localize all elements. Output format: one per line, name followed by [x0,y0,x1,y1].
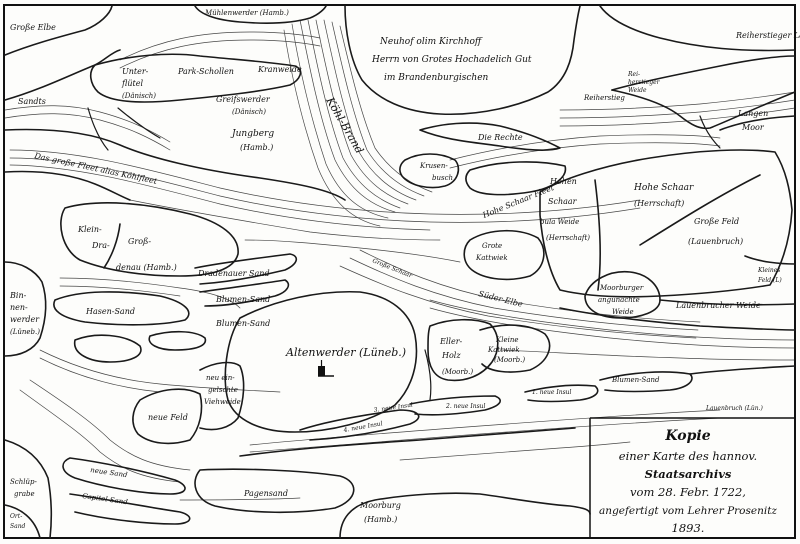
label-hohe-schaar-1: Hohe Schaar [633,183,694,193]
label-lauenbruch-kl: Lauenbruch (Lün.) [705,405,764,412]
map-border [3,4,796,539]
label-schluep-1: Schlüp- [10,478,37,486]
label-moorburg-2: (Hamb.) [364,515,397,524]
label-neue-feld: neue Feld [148,413,188,422]
cartouche-line-4: vom 28. Febr. 1722, [630,485,746,499]
label-reiherstieger-weide-1: Rei- [627,71,640,78]
label-grosse-feld-1: Große Feld [694,217,739,226]
label-reiherstieg: Reiherstieger Land [735,31,800,40]
label-hohe-schaar-2: (Herrschaft) [634,199,684,208]
label-kattwiek-kl-1: Kleine [495,336,519,344]
label-neue-sand: neue Sand [90,466,129,479]
label-neue-insul-3: 3. neue Insul [373,402,413,414]
label-park-schollen: Park-Schollen [177,67,234,76]
label-krusenbusch-2: busch [432,174,453,182]
cartouche-line-1: Kopie [664,428,710,444]
label-grote-kattwiek-1: Grote [482,242,502,250]
label-greifswerder-1: Greifswerder [216,95,271,104]
label-schluep-2: grabe [14,490,35,498]
label-grosse-schaar: Große Schaar [371,257,414,280]
label-moorburger-weide-1: Moorburger [599,284,644,292]
cartouche-line-5: angefertigt vom Lehrer Prosenitz [599,505,777,517]
label-unterfluetel-2: flütel [121,79,143,88]
label-blumen-sand-1: Blumen-Sand [215,295,270,304]
river-banks [4,5,796,539]
label-blumen-sand-2: Blumen-Sand [215,319,270,328]
label-altenwerder: Altenwerder (Lüneb.) [285,346,406,359]
label-langenmoor-2: Moor [741,123,765,132]
label-neuhof-1: Neuhof olim Kirchhoff [379,37,483,47]
label-neuhof-2: Herrn von Grotes Hochadelich Gut [371,55,532,65]
label-jungberg-1: Jungberg [230,129,274,139]
label-ort-sand-2: Sand [10,523,26,530]
label-greifswerder-2: (Dänisch) [232,108,266,116]
label-binnenwerder-2: nen- [10,303,28,312]
cartouche-line-6: 1893. [672,521,705,535]
label-moorburg-1: Moorburg [359,501,401,510]
label-blumen-sand-3: Blumen-Sand [611,376,660,384]
cartouche-text: Kopie einer Karte des hannov. Staatsarch… [599,428,777,535]
label-binnenwerder-3: werder [10,315,40,324]
label-hohen-schaar-4: (Herrschaft) [546,234,590,242]
label-reiherstieger-weide-2: herstieger [628,79,661,86]
label-binnenwerder-1: Bin- [9,291,27,300]
label-sandts: Sandts [18,97,46,106]
cartouche-line-3: Staatsarchivs [645,467,732,481]
label-hohen-schaar-3: bula Weide [540,218,579,226]
label-krusenbusch-1: Krusen- [419,162,448,170]
label-kranweide: Kranweide [257,65,302,74]
label-moorburger-weide-3: Weide [612,308,634,316]
label-muehlenwerder: Mühlenwerder (Hamb.) [204,9,289,17]
dike-lines [87,107,721,401]
label-gross-dradenau-2: denau (Hamb.) [116,263,177,272]
label-ellerholz-1: Eller- [439,337,463,346]
label-jungberg-2: (Hamb.) [240,143,273,152]
label-hohen-schaar-2: Schaar [548,197,578,206]
river-flow-lines [4,19,796,501]
label-hasen-sand: Hasen-Sand [85,307,135,316]
label-neu-ein-1: neu ein- [206,374,235,382]
label-dradenauer-sand: Dradenauer Sand [197,269,270,278]
label-neue-insul-2: 2. neue Insul [445,403,486,410]
label-capitel-sand: Capitel-Sand [82,492,129,506]
label-neu-ein-2: gelschte [208,386,238,394]
cartouche [589,417,795,538]
label-grosse-elbe: Große Elbe [10,23,56,32]
label-neu-ein-3: Viehweide [204,398,241,406]
label-ort-sand-1: Ort- [10,513,22,520]
label-reiherstieg-kl: Reiherstieg [583,94,625,102]
label-reiherstieger-weide-3: Weide [628,87,647,94]
label-klein-dradenau-2: Dra- [91,241,110,250]
label-kattwiek-kl-2: Kattwiek [487,346,520,354]
label-unterfluetel-1: Unter- [122,67,149,76]
label-grosse-feld-2: (Lauenbruch) [688,237,743,246]
label-langenmoor-1: Langen [737,109,768,118]
label-ellerholz-2: Holz [441,351,461,360]
label-ellerholz-3: (Moorb.) [442,368,473,376]
label-kleines-feld-1: Kleines [757,267,780,274]
label-pagensand: Pagensand [243,489,288,498]
label-gross-dradenau-1: Groß- [128,237,151,246]
label-lauenbrucher-weide: Lauenbrucher Weide [675,301,761,310]
label-kohlfleet: Das große Fleet alias Köhlfleet [33,151,159,186]
church-symbol [318,360,334,377]
label-hohen-schaar-1: Hohen [549,177,577,186]
cartouche-line-2: einer Karte des hannov. [619,449,757,463]
label-unterfluetel-3: (Dänisch) [122,92,156,100]
label-die-rechte: Die Rechte [477,133,523,142]
label-kattwiek-kl-3: (Moorb.) [494,356,525,364]
label-kleines-feld-2: Feld (L) [757,277,782,284]
label-klein-dradenau-1: Klein- [77,225,102,234]
label-moorburger-weide-2: angunachte [598,296,640,304]
label-neue-insul-1: 1. neue Insul [532,389,572,396]
label-hohe-schaar-fleet: Hohe Schaar Fleet [480,183,556,220]
label-binnenwerder-4: (Lüneb.) [10,328,40,336]
label-grote-kattwiek-2: Kattwiek [475,254,508,262]
label-neuhof-3: im Brandenburgischen [384,73,489,83]
